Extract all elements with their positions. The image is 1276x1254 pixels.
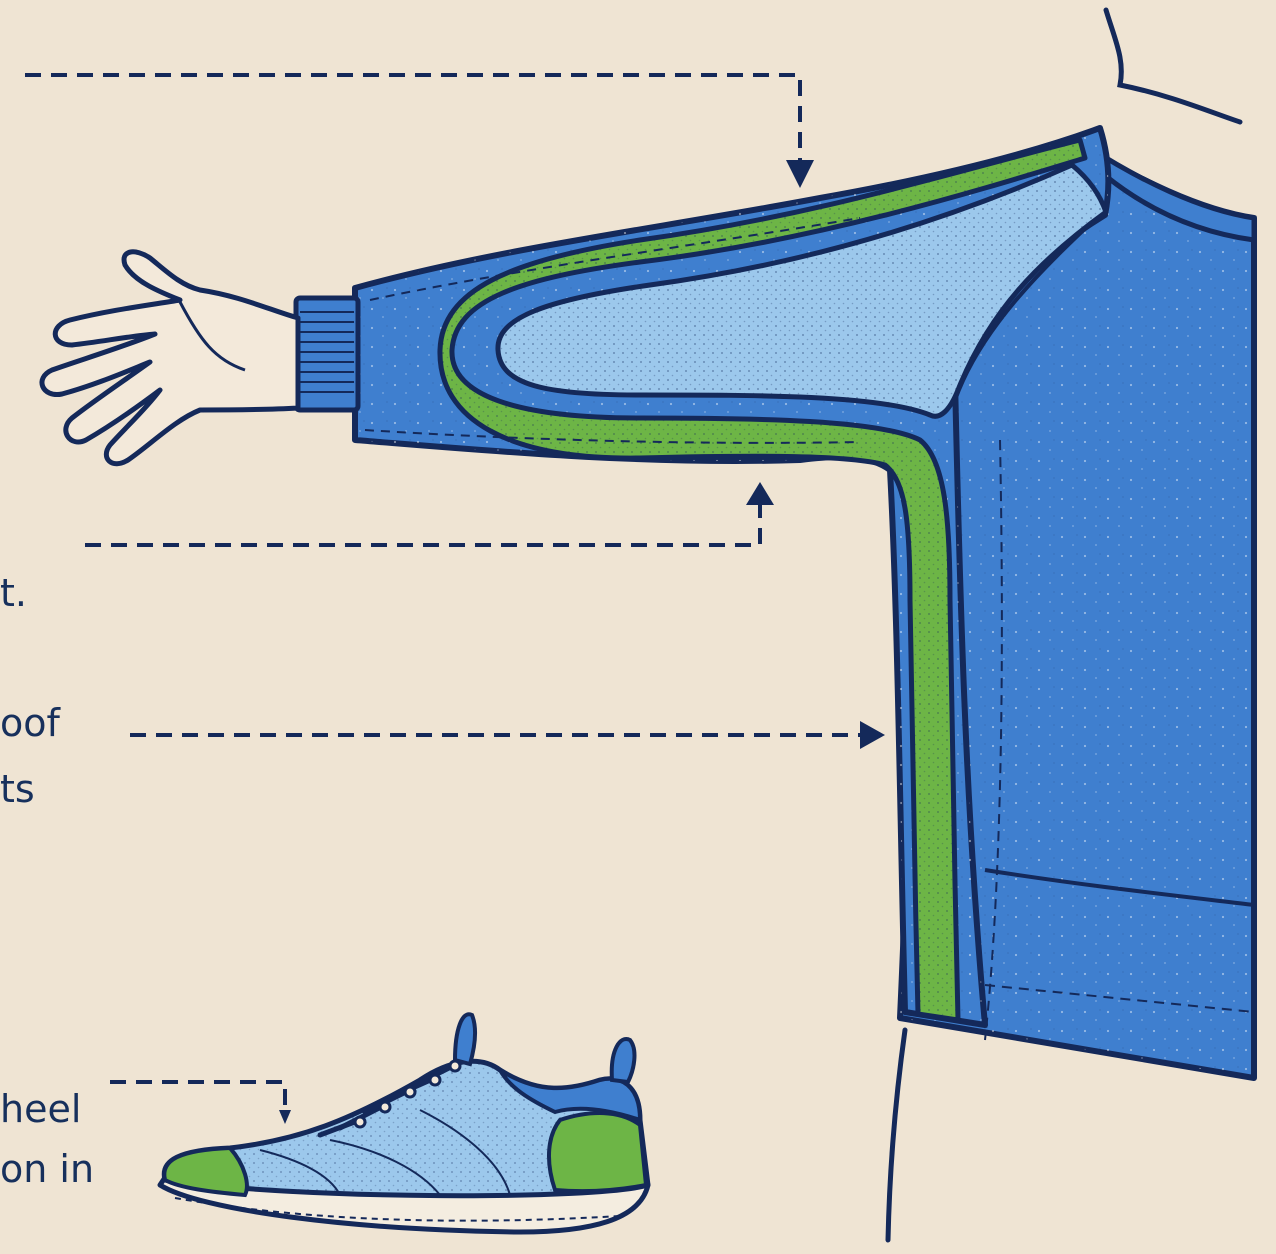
cuff <box>296 298 358 410</box>
sneaker-heel-green <box>549 1113 646 1191</box>
text-fragment-2: oof <box>0 704 60 742</box>
sneaker-heel-tab <box>612 1039 635 1082</box>
text-fragment-1: t. <box>0 574 27 612</box>
text-fragment-3: ts <box>0 770 35 808</box>
jacket-icon <box>296 128 1254 1078</box>
text-fragment-5: on in <box>0 1150 94 1188</box>
text-fragment-4: heel <box>0 1090 81 1128</box>
neck-line <box>1106 10 1240 122</box>
sneaker-icon <box>160 1014 648 1232</box>
hand-icon <box>42 252 298 464</box>
sneaker-tongue <box>455 1014 475 1064</box>
torso-line <box>888 1030 905 1240</box>
